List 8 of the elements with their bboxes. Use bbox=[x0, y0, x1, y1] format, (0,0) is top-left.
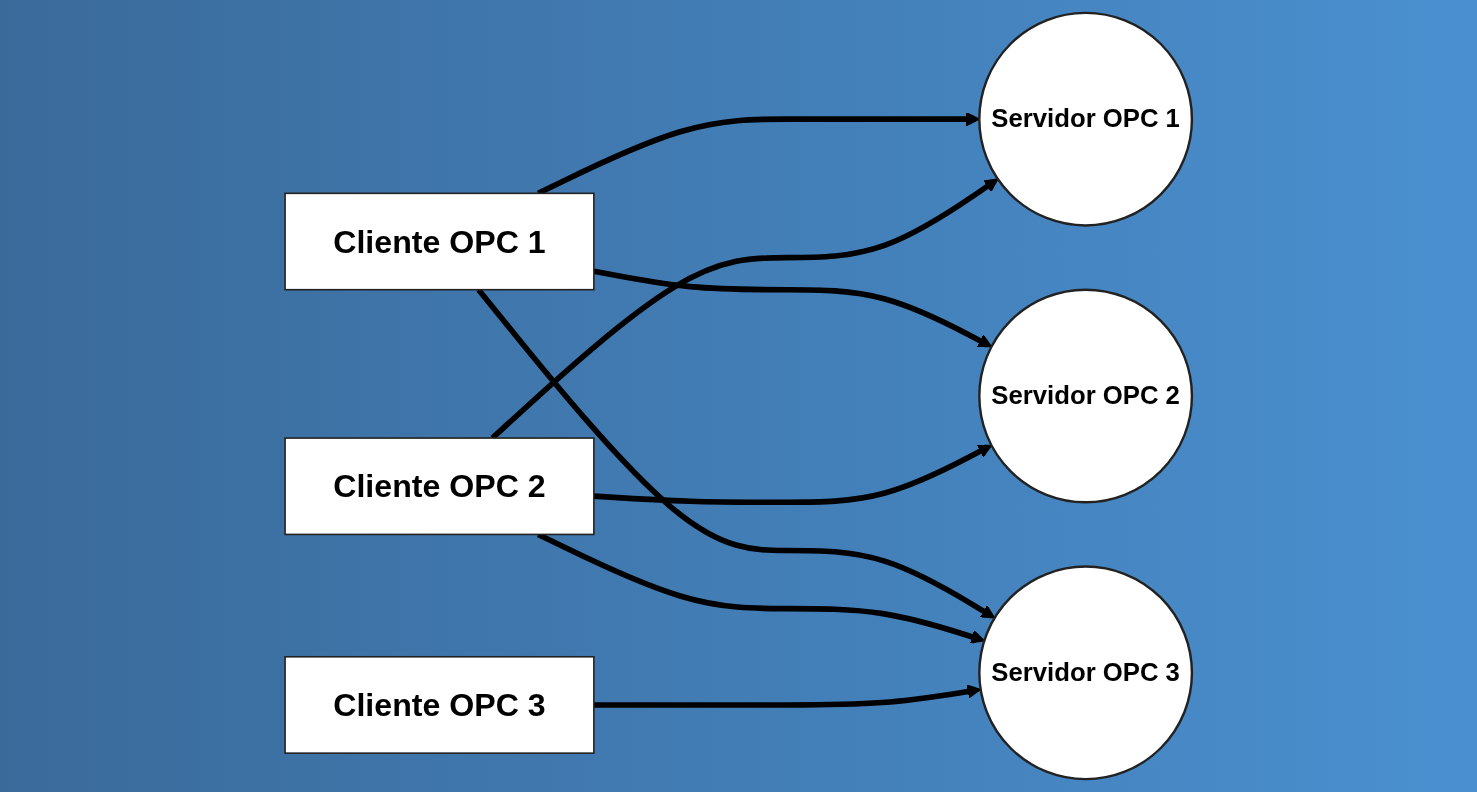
node-circle: Servidor OPC 1 bbox=[978, 11, 1194, 227]
arrow bbox=[593, 444, 993, 506]
node-circle: Servidor OPC 3 bbox=[978, 565, 1194, 781]
node-circle: Servidor OPC 2 bbox=[978, 288, 1194, 504]
node-box: Cliente OPC 2 bbox=[284, 437, 595, 536]
node-box: Cliente OPC 3 bbox=[284, 656, 595, 754]
node-box: Cliente OPC 1 bbox=[284, 192, 595, 291]
arrow bbox=[593, 268, 993, 348]
